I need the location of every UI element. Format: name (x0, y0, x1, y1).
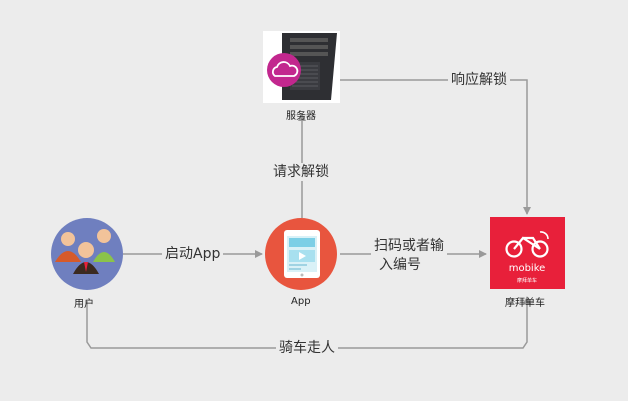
app-caption: App (291, 296, 311, 307)
server-icon (263, 31, 340, 103)
label-scan-code-line1: 扫码或者输 (371, 237, 447, 255)
label-launch-app: 启动App (162, 245, 224, 263)
label-request-unlock: 请求解锁 (270, 163, 332, 181)
label-scan-code-line2: 入编号 (376, 256, 424, 274)
server-caption: 服务器 (286, 111, 316, 122)
users-icon (51, 218, 123, 290)
mobike-logo-subtext: 摩拜单车 (517, 277, 537, 284)
label-respond-unlock: 响应解锁 (448, 71, 510, 89)
user-caption: 用户 (74, 299, 94, 310)
mobike-logo-text: mobike (509, 263, 546, 274)
connector-server-to-bike (340, 79, 531, 215)
cloud-badge-icon (267, 53, 301, 87)
app-icon (265, 218, 337, 290)
mobike-logo-icon: mobike 摩拜单车 (490, 217, 565, 289)
label-ride-away: 骑车走人 (276, 339, 338, 357)
bike-caption: 摩拜单车 (505, 298, 545, 309)
